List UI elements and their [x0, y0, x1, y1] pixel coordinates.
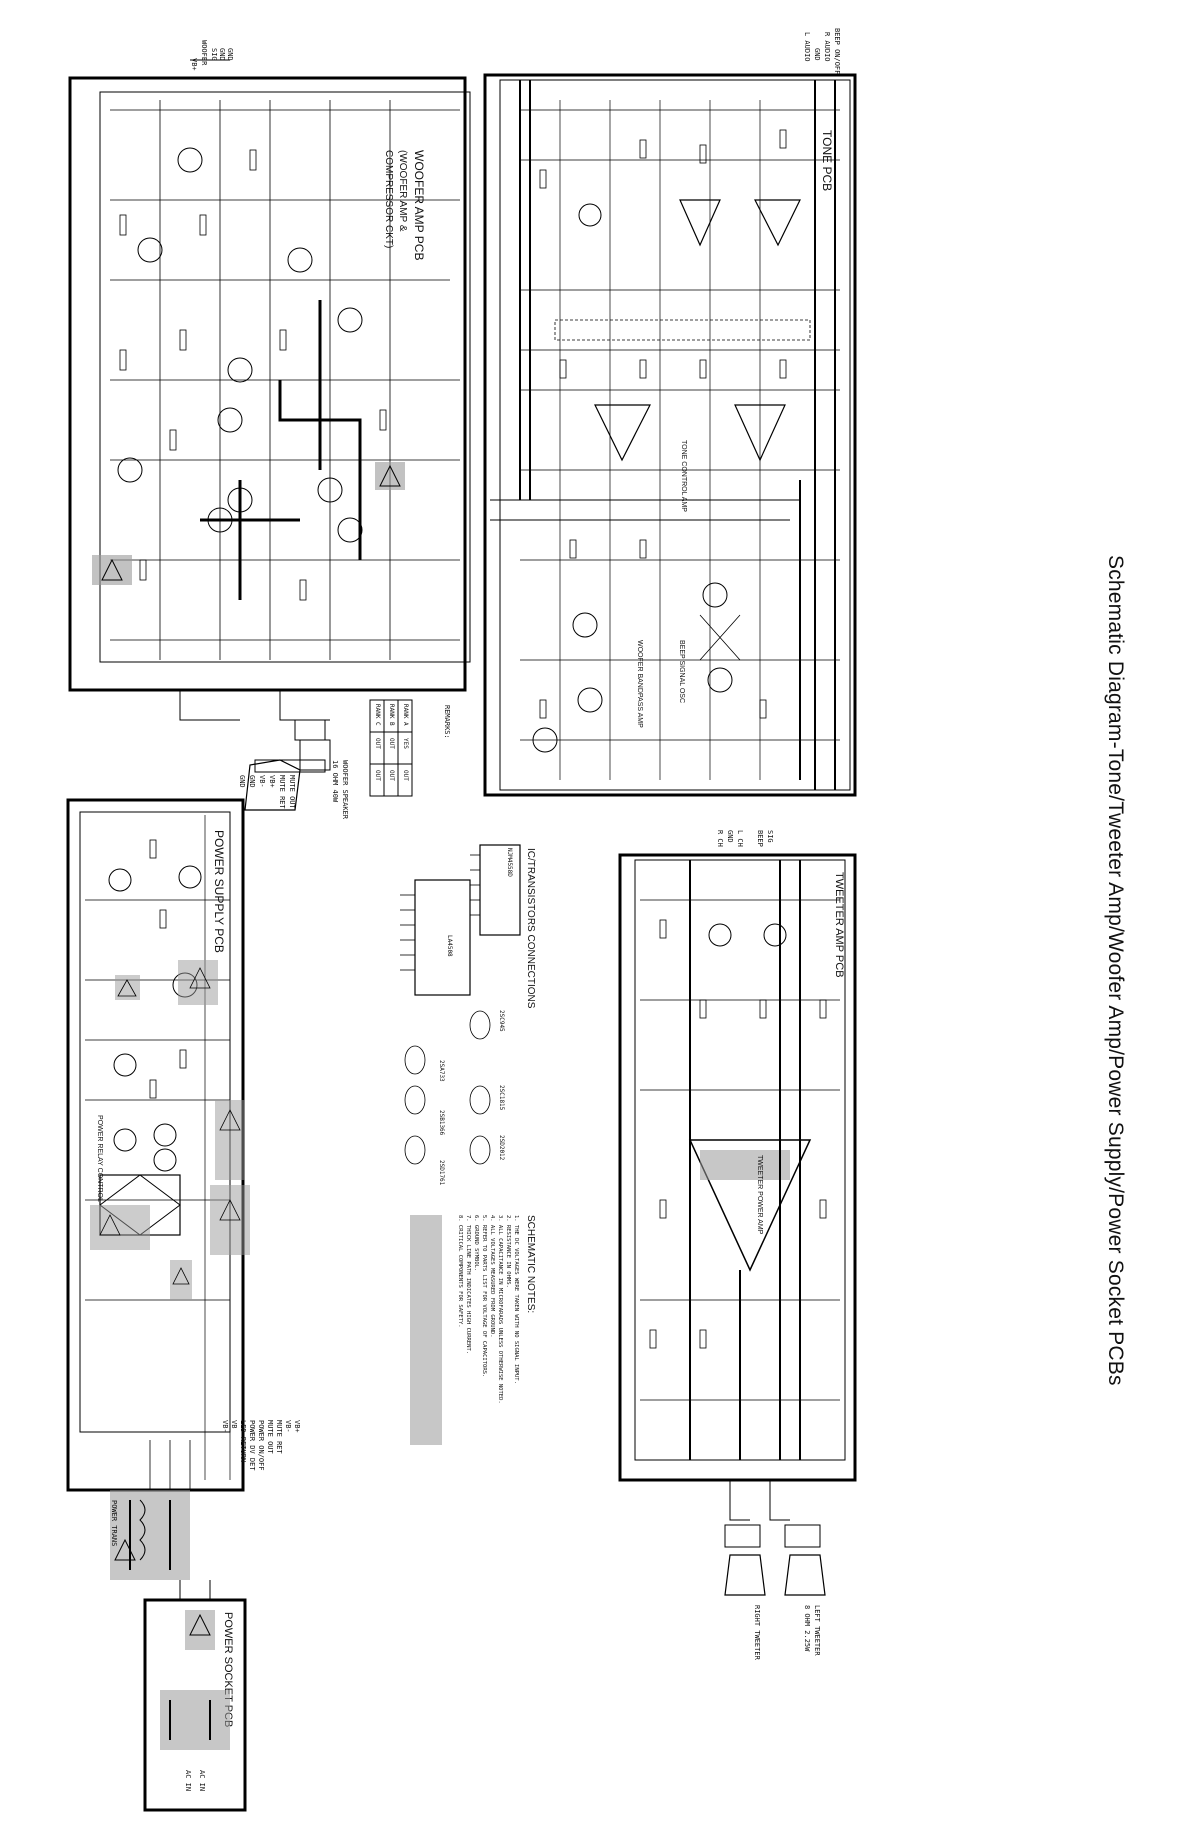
power-top-pin-4: VB-	[258, 775, 266, 788]
woofer-board-subtitle-2: COMPRESSOR CKT)	[383, 150, 394, 248]
note-8: 8. CRITICAL COMPONENTS FOR SAFETY.	[457, 1215, 463, 1328]
note-7: 7. THICK LINE PATH INDICATES HIGH CURREN…	[465, 1215, 471, 1354]
rank-row-1-name: RANK A	[402, 704, 409, 726]
power-side-pin-7: LED RETURN	[239, 1420, 247, 1462]
rank-row-1-c: OUT	[402, 770, 409, 781]
power-top-pin-5: GND	[248, 775, 256, 788]
tweeter-conn-pin-3: R CH	[716, 830, 724, 847]
rank-row-2-name: RANK B	[388, 704, 395, 726]
tweeter-conn-pin-5: SIG	[766, 830, 774, 843]
tweeter-top-connector: L CH GND R CH BEEP SIG	[716, 830, 774, 847]
note-4: 4. ALL VOLTAGES MEASURED FROM GROUND.	[489, 1215, 495, 1338]
note-3: 3. ALL CAPACITANCE IN MICROFARADS UNLESS…	[497, 1215, 503, 1404]
ic-connections-block: IC/TRANSISTORS CONNECTIONS NJM4558D LA45…	[400, 844, 536, 1186]
power-side-pin-3: MUTE RET	[275, 1420, 283, 1455]
notes-heading: SCHEMATIC NOTES:	[525, 1215, 536, 1313]
power-side-pin-5: POWER ON/OFF	[257, 1420, 265, 1471]
woofer-conn-pin-5: GND	[226, 48, 234, 61]
power-transformer: POWER TRANS	[110, 1490, 190, 1580]
rank-row-2-r: OUT	[388, 738, 395, 749]
rank-row-1-r: YES	[402, 738, 409, 749]
tone-control-amp-label: TONE CONTROL AMP	[680, 440, 687, 512]
woofer-conn-pin-4: GND	[218, 48, 226, 61]
power-supply-board: POWER SUPPLY PCB POWER RELAY CONTROL MUT	[66, 775, 301, 1492]
tone-input-connector: BEEP ON/OFF R AUDIO GND L AUDIO	[803, 28, 841, 74]
power-side-pin-8: VB	[230, 1420, 238, 1428]
power-side-pin-2: VB-	[284, 1420, 292, 1433]
woofer-conn-pin-3: SIG	[210, 48, 218, 61]
tweeter-speakers: RIGHT TWEETER LEFT TWEETER 8 OHM 2.25W	[724, 1480, 826, 1661]
transformer-label: POWER TRANS	[110, 1500, 118, 1546]
note-6: 6. GROUND SYMBOL.	[473, 1215, 479, 1271]
transistor-2: 2SA733	[438, 1060, 445, 1082]
beep-osc-label: BEEP SIGNAL OSC	[678, 640, 685, 703]
tweeter-conn-pin-4: BEEP	[756, 830, 764, 847]
power-side-pin-6: POWER DV DET	[248, 1420, 256, 1471]
ac-in-label-2: AC IN	[184, 1770, 192, 1791]
note-2: 2. RESISTANCE IN OHMS.	[505, 1215, 511, 1288]
power-relay-label: POWER RELAY CONTROL	[96, 1115, 103, 1202]
woofer-connector: VB+ WOOFER SIG GND GND	[190, 40, 234, 71]
tone-conn-pin-4: L AUDIO	[803, 32, 811, 62]
transistor-3: 2SC1815	[498, 1085, 505, 1111]
woofer-speaker-label: WOOFER SPEAKER	[341, 760, 349, 820]
tweeter-conn-pin-1: L CH	[736, 830, 744, 847]
transistor-1: 2SC945	[498, 1010, 505, 1032]
transistor-5: 2SD2012	[498, 1135, 505, 1161]
woofer-board-title: WOOFER AMP PCB	[412, 150, 426, 260]
tweeter-power-amp-label: TWEETER POWER AMP	[756, 1155, 763, 1235]
note-1: 1. THE DC VOLTAGES WERE TAKEN WITH NO SI…	[513, 1215, 519, 1384]
woofer-board-subtitle: (WOOFER AMP &	[397, 150, 408, 232]
power-top-pin-6: GND	[238, 775, 246, 788]
tweeter-board-title: TWEETER AMP PCB	[833, 872, 845, 978]
power-top-connector: MUTE OUT MUTE RET VB+ VB- GND GND	[238, 775, 296, 810]
power-side-pin-4: MUTE OUT	[266, 1420, 274, 1455]
remarks-block: REMARKS: RANK A YES OUT RANK B OUT OUT R…	[369, 699, 451, 797]
tweeter-impedance: 8 OHM 2.25W	[803, 1605, 811, 1652]
woofer-speaker-impedance: 16 OHM 40W	[331, 760, 339, 803]
power-side-pin-1: VB+	[293, 1420, 301, 1433]
rank-row-3-name: RANK C	[374, 704, 381, 726]
schematic-notes: SCHEMATIC NOTES: 1. THE DC VOLTAGES WERE…	[410, 1215, 536, 1445]
ic-part-1: NJM4558D	[506, 848, 513, 877]
page-title: Schematic Diagram-Tone/Tweeter Amp/Woofe…	[1104, 555, 1127, 1386]
tone-conn-pin-3: GND	[813, 48, 821, 61]
tone-conn-pin-2: R AUDIO	[823, 32, 831, 62]
transistor-6: 2SD1761	[438, 1160, 445, 1186]
rank-row-2-c: OUT	[388, 770, 395, 781]
power-side-connector: VB+ VB- MUTE RET MUTE OUT POWER ON/OFF P…	[221, 1420, 301, 1471]
remarks-heading: REMARKS:	[443, 705, 451, 739]
tone-board: TONE PCB TONE CONTROL AMP WOOFER BANDPAS…	[483, 28, 857, 797]
right-tweeter-label: RIGHT TWEETER	[753, 1605, 761, 1661]
ic-connections-heading: IC/TRANSISTORS CONNECTIONS	[525, 848, 536, 1009]
power-top-pin-2: MUTE RET	[278, 775, 286, 810]
power-socket-board: POWER SOCKET PCB AC IN AC IN	[143, 1580, 247, 1812]
tone-board-title: TONE PCB	[820, 130, 834, 191]
left-tweeter-label: LEFT TWEETER	[813, 1605, 821, 1656]
transistor-4: 2SB1366	[438, 1110, 445, 1136]
rank-row-3-c: OUT	[374, 770, 381, 781]
ic-part-2: LA4508	[446, 935, 453, 957]
woofer-bandpass-label: WOOFER BANDPASS AMP	[636, 640, 643, 728]
power-top-pin-1: MUTE OUT	[288, 775, 296, 810]
power-top-pin-3: VB+	[268, 775, 276, 788]
woofer-conn-pin-1: VB+	[190, 58, 198, 71]
power-side-pin-9: VB-	[221, 1420, 229, 1433]
woofer-conn-pin-2: WOOFER	[200, 40, 208, 66]
tone-conn-pin-1: BEEP ON/OFF	[833, 28, 841, 74]
power-board-title: POWER SUPPLY PCB	[212, 830, 226, 953]
woofer-amp-board: WOOFER AMP PCB (WOOFER AMP & COMPRESSOR …	[68, 40, 471, 692]
woofer-speaker-block: WOOFER SPEAKER 16 OHM 40W	[179, 690, 349, 820]
tweeter-amp-board: TWEETER AMP PCB TWEETER POWER AMP L CH G…	[618, 830, 857, 1482]
tweeter-conn-pin-2: GND	[726, 830, 734, 843]
ac-in-label-1: AC IN	[198, 1770, 206, 1791]
rank-row-3-r: OUT	[374, 738, 381, 749]
note-5: 5. REFER TO PARTS LIST FOR VOLTAGE OF CA…	[481, 1215, 487, 1377]
